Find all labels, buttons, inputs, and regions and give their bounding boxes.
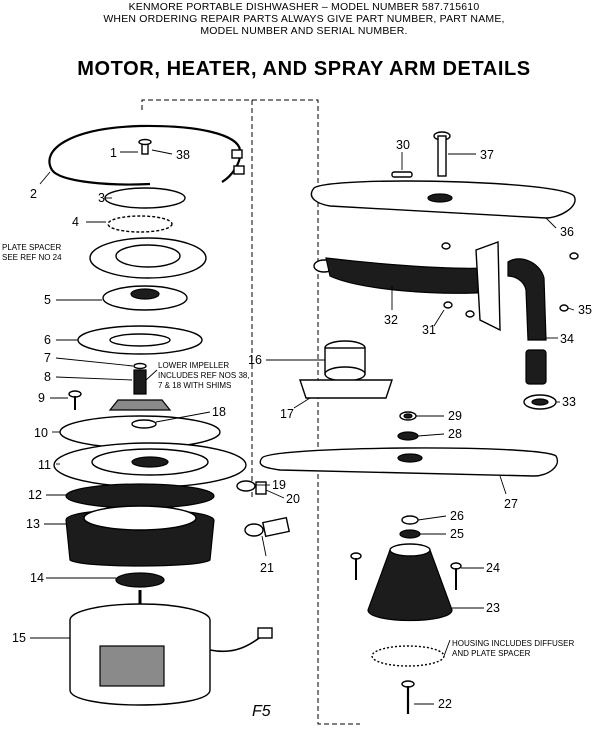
spring-ring [107, 215, 173, 233]
washer-part-26 [401, 515, 419, 525]
tube-clamp [523, 394, 557, 410]
bracket-part-17 [299, 379, 393, 399]
leader-lines [30, 149, 575, 705]
pump-motor [69, 590, 273, 706]
callout-36: 36 [560, 225, 574, 239]
bolt-part-22 [401, 680, 415, 714]
lower-impeller [108, 369, 172, 411]
callout-20: 20 [286, 492, 300, 506]
seal-washer [115, 572, 165, 588]
callout-38: 38 [176, 148, 190, 162]
callout-22: 22 [438, 697, 452, 711]
callout-18: 18 [212, 405, 226, 419]
note-impeller-line2: INCLUDES REF NOS 38, [158, 371, 250, 380]
callout-1: 1 [110, 146, 117, 160]
callout-32: 32 [384, 313, 398, 327]
shim [133, 362, 147, 370]
callout-8: 8 [44, 370, 51, 384]
callout-7: 7 [44, 351, 51, 365]
callout-23: 23 [486, 601, 500, 615]
callout-4: 4 [72, 215, 79, 229]
callout-30: 30 [396, 138, 410, 152]
lower-spray-arm [259, 447, 559, 477]
note-impeller-line3: 7 & 18 WITH SHIMS [158, 381, 231, 390]
callout-34: 34 [560, 332, 574, 346]
header-serial-line: MODEL NUMBER AND SERIAL NUMBER. [200, 25, 408, 37]
spray-arm-manifold [313, 241, 501, 332]
pump-housing-part-23 [367, 543, 453, 622]
callout-10: 10 [34, 426, 48, 440]
housing-diffuser [371, 645, 445, 667]
callout-5: 5 [44, 293, 51, 307]
impeller-shim [131, 419, 157, 429]
callout-29: 29 [448, 409, 462, 423]
callout-37: 37 [480, 148, 494, 162]
clip-part-30 [391, 171, 413, 178]
pump-housing [53, 442, 247, 488]
callout-27: 27 [504, 497, 518, 511]
diagram-title: MOTOR, HEATER, AND SPRAY ARM DETAILS [77, 58, 531, 80]
washer-part-25 [399, 529, 421, 539]
motor-mount [65, 505, 215, 567]
fitting-part-19 [236, 480, 256, 492]
callout-17: 17 [280, 407, 294, 421]
callout-33: 33 [562, 395, 576, 409]
note-plate-spacer-line2: SEE REF NO 24 [2, 253, 62, 262]
callout-13: 13 [26, 517, 40, 531]
note-impeller-line1: LOWER IMPELLER [158, 361, 229, 370]
nut-part-29 [399, 411, 417, 421]
screw-part-1 [138, 138, 152, 155]
spray-arm-bolt [433, 131, 451, 177]
page-mark: F5 [252, 703, 271, 720]
callout-16: 16 [248, 353, 262, 367]
hose-clamp [244, 516, 291, 538]
note-housing-line2: AND PLATE SPACER [452, 649, 531, 658]
plate-spacer [89, 237, 207, 279]
heater-element [48, 124, 245, 186]
callout-19: 19 [272, 478, 286, 492]
bearing-part-16 [324, 340, 366, 382]
header-model-line: KENMORE PORTABLE DISHWASHER – MODEL NUMB… [128, 1, 480, 13]
callout-3: 3 [98, 191, 105, 205]
callout-21: 21 [260, 561, 274, 575]
water-supply-tube [507, 258, 547, 385]
gasket [77, 325, 203, 355]
callout-15: 15 [12, 631, 26, 645]
ring-gasket [65, 483, 215, 509]
bolt-part-9 [68, 390, 82, 410]
note-housing-line1: HOUSING INCLUDES DIFFUSER [452, 639, 574, 648]
fitting-part-20 [255, 481, 267, 495]
heater-plate [104, 187, 186, 209]
diffuser [102, 285, 188, 311]
callout-11: 11 [38, 458, 51, 472]
callout-24: 24 [486, 561, 500, 575]
callout-14: 14 [30, 571, 44, 585]
callout-25: 25 [450, 527, 464, 541]
bolt-part-24 [350, 552, 462, 590]
callout-26: 26 [450, 509, 464, 523]
callout-12: 12 [28, 488, 42, 502]
callout-35: 35 [578, 303, 592, 317]
assembly-frame-line [141, 99, 360, 725]
callout-31: 31 [422, 323, 436, 337]
washer-part-28 [397, 431, 419, 441]
screw-part-31 [441, 242, 475, 318]
callout-2: 2 [30, 187, 37, 201]
callout-28: 28 [448, 427, 462, 441]
header-ordering-line: WHEN ORDERING REPAIR PARTS ALWAYS GIVE P… [103, 13, 505, 25]
callout-9: 9 [38, 391, 45, 405]
callout-6: 6 [44, 333, 51, 347]
note-plate-spacer-line1: PLATE SPACER [2, 243, 62, 252]
upper-spray-arm [310, 180, 576, 219]
screw-part-35 [559, 252, 579, 312]
